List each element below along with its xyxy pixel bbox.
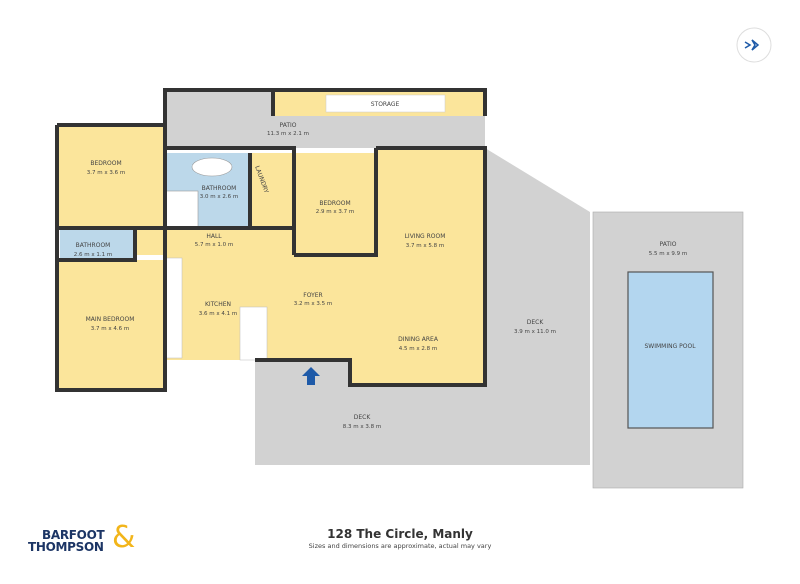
laundry <box>250 153 294 228</box>
floor-plan: STORAGE PATIO 11.3 m x 2.1 m BEDROOM 3.7… <box>55 27 772 489</box>
walls <box>55 88 487 392</box>
room-label: MAIN BEDROOM <box>86 316 135 323</box>
room-dims: 3.0 m x 2.6 m <box>200 194 238 200</box>
room-label: BATHROOM <box>202 185 237 192</box>
room-label: PATIO <box>659 241 676 248</box>
room-label: PATIO <box>279 122 296 129</box>
entry-arrow <box>302 367 320 385</box>
room-dims: 8.3 m x 3.8 m <box>343 424 381 430</box>
bathtub <box>191 157 233 177</box>
main-bedroom <box>57 260 165 390</box>
room-label: BEDROOM <box>319 200 350 207</box>
room-dims: 3.6 m x 4.1 m <box>199 311 237 317</box>
hall <box>135 228 294 255</box>
address-title: 128 The Circle, Manly <box>327 527 473 541</box>
main-area <box>165 255 376 360</box>
room-label: HALL <box>206 233 222 240</box>
room-label: STORAGE <box>371 101 400 108</box>
swimming-pool <box>627 271 714 429</box>
room-label: DECK <box>527 319 545 326</box>
disclaimer: Sizes and dimensions are approximate, ac… <box>308 542 492 550</box>
deck-right <box>485 148 590 465</box>
room-label: DECK <box>354 414 372 421</box>
room-dims: 3.7 m x 4.6 m <box>91 326 129 332</box>
bathroom-2 <box>60 228 135 260</box>
room-dims: 3.7 m x 3.6 m <box>87 170 125 176</box>
dining-area <box>350 255 485 385</box>
bedroom-2 <box>294 153 376 255</box>
room-label: BATHROOM <box>76 242 111 249</box>
kitchen-island <box>239 306 268 361</box>
room-dims: 5.7 m x 1.0 m <box>195 242 233 248</box>
room-label: BEDROOM <box>90 160 121 167</box>
north-arrow-icon <box>736 27 772 63</box>
bedroom-1 <box>57 125 165 228</box>
room-dims: 2.6 m x 1.1 m <box>74 252 112 258</box>
shower <box>165 190 199 228</box>
room-dims: 4.5 m x 2.8 m <box>399 346 437 352</box>
room-dims: 11.3 m x 2.1 m <box>267 131 309 137</box>
room-label: KITCHEN <box>205 301 231 308</box>
room-dims: 3.2 m x 3.5 m <box>294 301 332 307</box>
room-dims: 2.9 m x 3.7 m <box>316 209 354 215</box>
room-label: LIVING ROOM <box>405 233 446 240</box>
storage-shelf <box>325 94 446 113</box>
kitchen-bench <box>164 257 183 359</box>
logo: BARFOOT THOMPSON & <box>28 520 148 565</box>
room-label: FOYER <box>303 292 322 299</box>
room-dims: 5.5 m x 9.9 m <box>649 251 687 257</box>
room-dims: 3.9 m x 11.0 m <box>514 329 556 335</box>
logo-ampersand: & <box>112 520 136 555</box>
logo-line2: THOMPSON <box>28 540 104 554</box>
room-label: DINING AREA <box>398 336 439 343</box>
room-label: SWIMMING POOL <box>644 343 696 350</box>
room-dims: 3.7 m x 5.8 m <box>406 243 444 249</box>
logo-line1: BARFOOT <box>42 528 105 542</box>
